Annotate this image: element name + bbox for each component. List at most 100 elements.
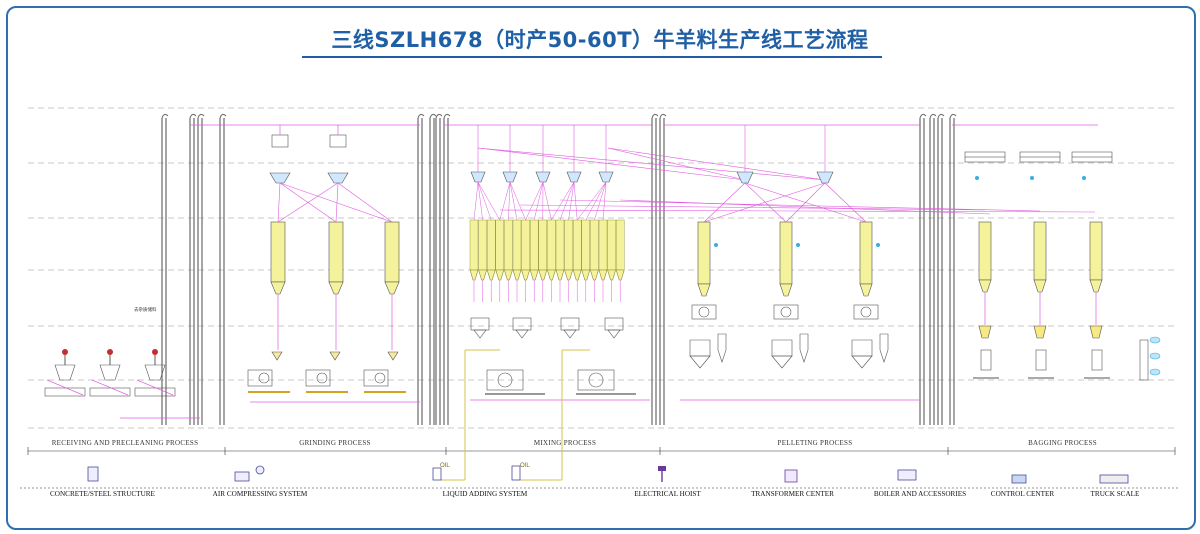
pellet-die-0 <box>698 306 710 318</box>
grind-bin-cone-1 <box>328 281 344 295</box>
distribution-line-0 <box>477 147 746 181</box>
pellet-mill-1 <box>773 304 799 320</box>
legend-liquid: LIQUID ADDING SYSTEM <box>442 490 528 498</box>
elevator-head-9 <box>659 113 667 119</box>
bag-sewing-2 <box>1091 349 1103 371</box>
batch-bin-cone-4 <box>503 269 513 281</box>
legend-transformer: TRANSFORMER CENTER <box>751 490 834 498</box>
mix-fill-3-0 <box>551 181 575 221</box>
conditioning-cone-2 <box>859 283 873 297</box>
batch-bin-4 <box>504 219 513 271</box>
batch-bin-15 <box>598 219 608 271</box>
elevator-head-11 <box>929 113 937 119</box>
elevator-head-6 <box>435 113 443 119</box>
batch-bin-11 <box>564 219 573 271</box>
oil-label-2: OIL <box>520 463 530 469</box>
intake-conveyor-2 <box>136 379 174 396</box>
intake-pit-1 <box>89 387 131 397</box>
finished-bin-0 <box>978 221 992 281</box>
elevator-head-2 <box>197 113 205 119</box>
batching-scale-0 <box>470 317 490 331</box>
intake-hopper-1 <box>99 364 121 381</box>
batch-bin-9 <box>547 219 556 271</box>
intake-indicator-0 <box>62 349 68 355</box>
cyclone-2 <box>879 333 889 363</box>
mix-fill-1-3 <box>509 181 526 221</box>
elevator-head-12 <box>937 113 945 119</box>
legend-hoist: ELECTRICAL HOIST <box>634 490 701 498</box>
batch-bin-16 <box>607 219 616 271</box>
conditioning-bin-0 <box>697 221 711 285</box>
icon-structure <box>87 466 99 482</box>
mixer-0 <box>486 369 524 391</box>
pellet-die-1 <box>780 306 792 318</box>
batch-bin-cone-11 <box>564 269 574 281</box>
bag-stack-2 <box>1149 368 1161 376</box>
mix-distributor-2 <box>535 171 551 183</box>
intake-hopper-2 <box>144 364 166 381</box>
stage-grinding: GRINDING PROCESS <box>299 439 371 447</box>
mill-feeder-0 <box>271 351 283 361</box>
stacker <box>1139 339 1149 381</box>
batch-bin-cone-14 <box>589 269 599 281</box>
pellet-distributor-0 <box>736 171 754 184</box>
mix-distributor-1 <box>502 171 518 183</box>
distribution-line-3 <box>607 147 826 181</box>
grind-bin-cone-0 <box>270 281 286 295</box>
mix-fill-3-3 <box>573 181 578 221</box>
batch-bin-cone-8 <box>538 269 548 281</box>
elevator-head-4 <box>417 113 425 119</box>
title-underline <box>302 56 882 58</box>
distribution-line-6 <box>559 199 1041 212</box>
conditioning-cone-1 <box>779 283 793 297</box>
batch-bin-cone-0 <box>469 269 479 281</box>
conditioning-bin-1 <box>779 221 793 285</box>
batch-bin-cone-9 <box>546 269 556 281</box>
sifter-indicator-1 <box>1030 176 1034 180</box>
hammer-mill-1 <box>305 369 331 387</box>
elevator-head-0 <box>161 113 169 119</box>
hammer-mill-rotor-1 <box>316 372 328 384</box>
legend-control: CONTROL CENTER <box>990 490 1055 498</box>
mix-fill-4-0 <box>577 181 607 221</box>
mix-fill-3-1 <box>559 181 575 221</box>
mill-feeder-2 <box>387 351 399 361</box>
pellet-fill-b-2 <box>824 182 867 223</box>
cyclone-1 <box>799 333 809 363</box>
batching-scale-2 <box>560 317 580 331</box>
mixer-1 <box>577 369 615 391</box>
mix-fill-3-2 <box>568 181 575 221</box>
batch-bin-cone-1 <box>478 269 488 281</box>
mill-feeder-1 <box>329 351 341 361</box>
grind-distributor-0 <box>269 172 291 184</box>
distribution-line-7 <box>619 199 991 215</box>
batch-bin-13 <box>581 219 590 271</box>
distribution-line-5 <box>519 204 986 211</box>
mix-distributor-0 <box>470 171 486 183</box>
hammer-mill-rotor-2 <box>374 372 386 384</box>
cooler-cone-2 <box>851 355 873 369</box>
cyclone-0 <box>717 333 727 363</box>
distribution-line-4 <box>499 209 1096 213</box>
finished-cone-2 <box>1089 279 1103 293</box>
icon-control-center <box>1011 474 1027 484</box>
sifter-indicator-0 <box>975 176 979 180</box>
elevator-head-3 <box>219 113 227 119</box>
batch-bin-17 <box>616 219 625 271</box>
icon-liquid-tank <box>432 467 442 481</box>
hammer-mill-0 <box>247 369 273 387</box>
mix-distributor-3 <box>566 171 582 183</box>
bag-sewing-1 <box>1035 349 1047 371</box>
scale-outlet-1 <box>515 329 529 339</box>
grind-bin-cone-2 <box>384 281 400 295</box>
steam-valve-2 <box>876 243 880 247</box>
bag-stack-1 <box>1149 352 1161 360</box>
mix-fill-0-1 <box>477 181 483 221</box>
batch-bin-6 <box>521 219 530 271</box>
mix-fill-0-0 <box>473 181 479 221</box>
legend-truck: TRUCK SCALE <box>1090 490 1140 498</box>
mix-fill-4-1 <box>585 181 607 221</box>
elevator-head-7 <box>443 113 451 119</box>
grind-bin-1 <box>328 221 344 283</box>
